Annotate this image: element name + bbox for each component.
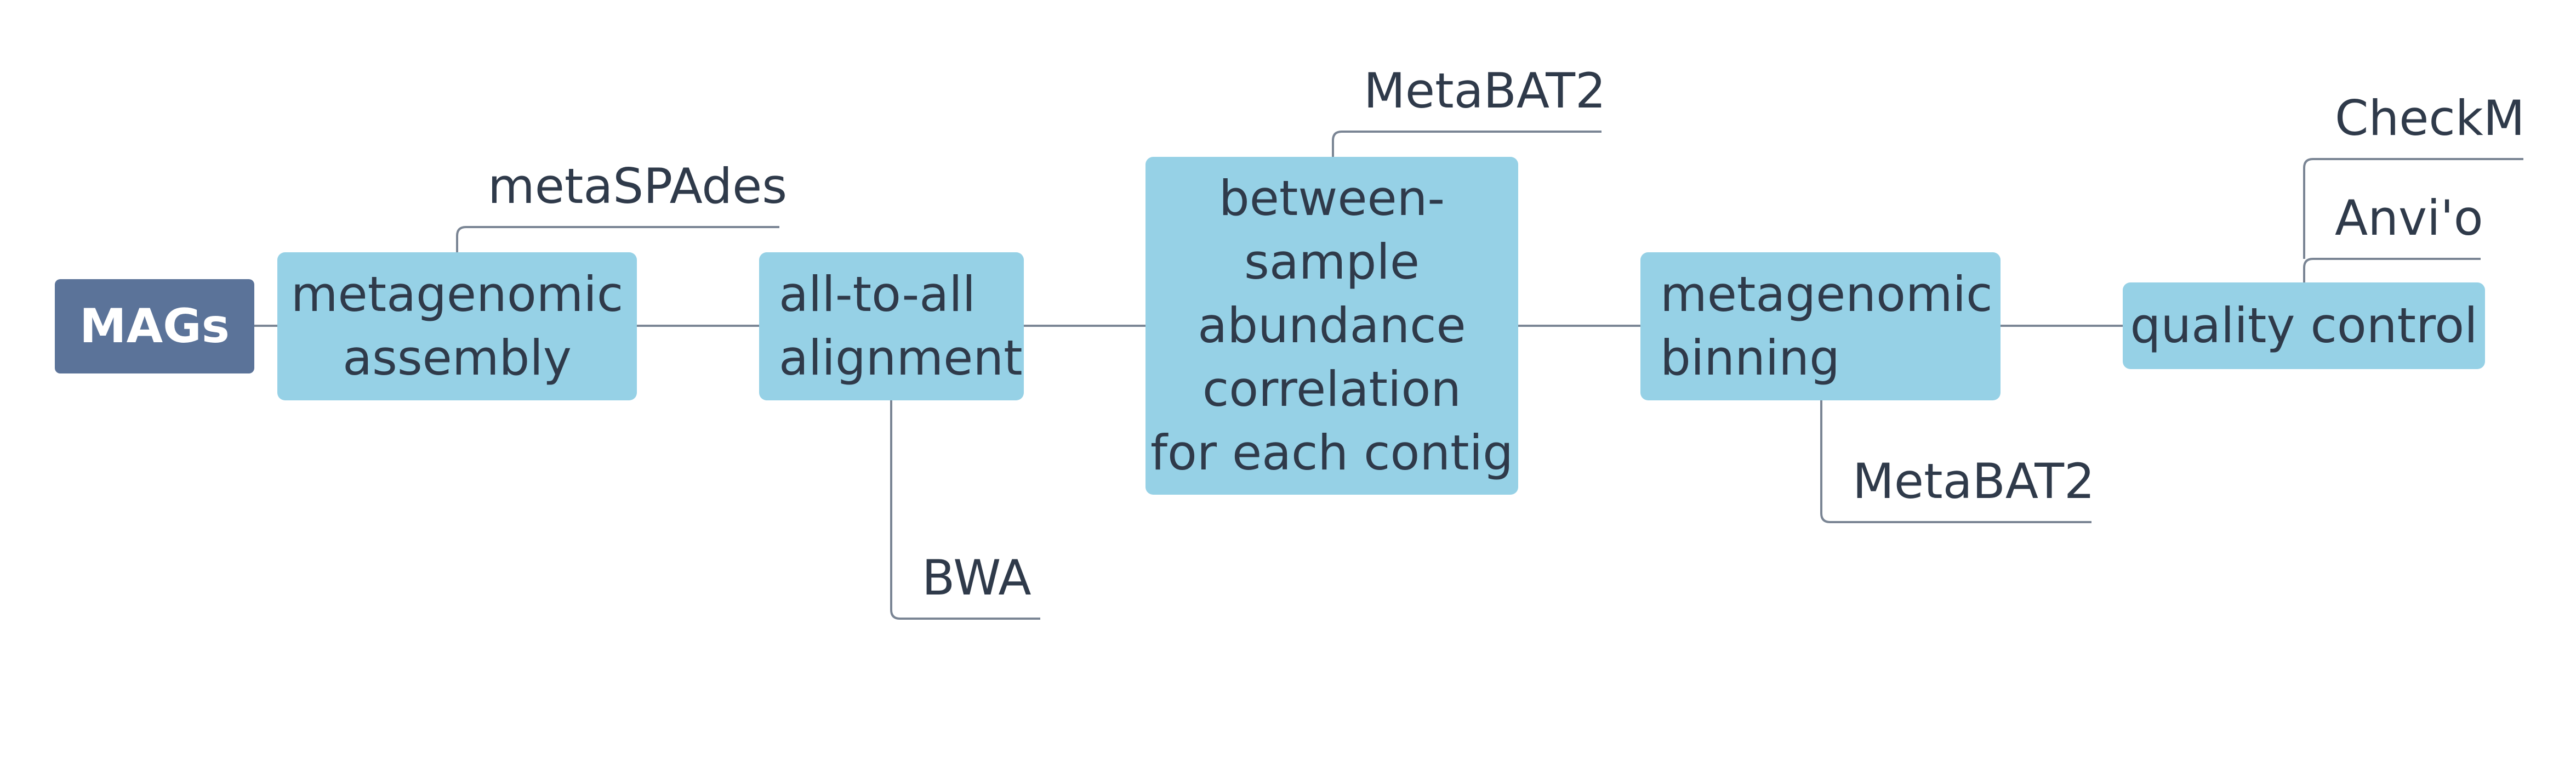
tool-label-metaspades: metaSPAdes bbox=[488, 158, 788, 214]
step-node-abundance-correlation: between- sample abundance correlation fo… bbox=[1145, 157, 1518, 495]
connector-bwa bbox=[890, 400, 1040, 620]
root-node-mags: MAGs bbox=[55, 279, 254, 373]
connector-metaspades bbox=[456, 226, 779, 252]
step-node-metagenomic-assembly: metagenomic assembly bbox=[277, 252, 637, 400]
tool-label-anvio: Anvi'o bbox=[2335, 190, 2483, 246]
connector-anvio bbox=[2303, 258, 2481, 282]
step-node-quality-control: quality control bbox=[2123, 282, 2485, 369]
tool-label-metabat2-binning: MetaBAT2 bbox=[1853, 453, 2095, 509]
tool-label-bwa: BWA bbox=[922, 550, 1031, 606]
step-node-metagenomic-binning: metagenomic binning bbox=[1640, 252, 2001, 400]
connector-metabat2-bottom bbox=[1820, 400, 2091, 523]
tool-label-metabat2-correlation: MetaBAT2 bbox=[1364, 63, 1606, 119]
step-node-all-to-all-alignment: all-to-all alignment bbox=[759, 252, 1024, 400]
connector-checkm bbox=[2303, 158, 2523, 259]
tool-label-checkm: CheckM bbox=[2335, 90, 2525, 146]
connector-metabat2-top bbox=[1332, 131, 1602, 157]
